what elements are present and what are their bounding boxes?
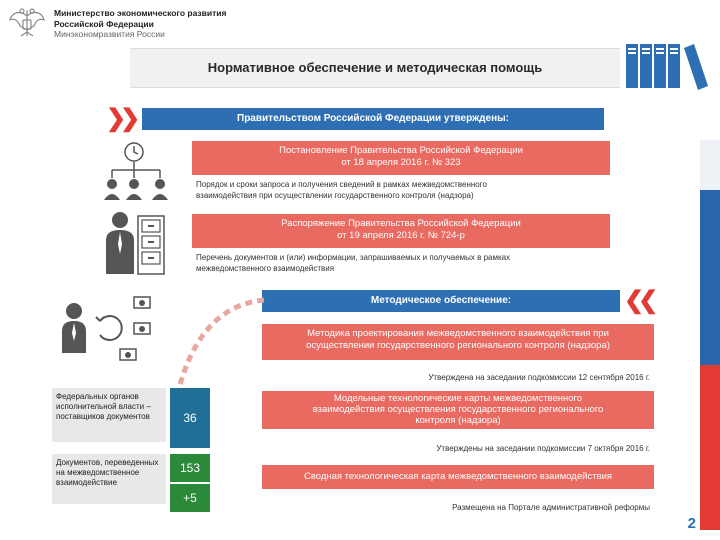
- resolution-323-box: Постановление Правительства Российской Ф…: [192, 141, 610, 175]
- order-724r-line2: от 19 апреля 2016 г. № 724-р: [337, 230, 465, 241]
- model-maps-line1: Модельные технологические карты межведом…: [333, 393, 583, 404]
- methodology-approval-note: Утверждена на заседании подкомиссии 12 с…: [428, 373, 650, 382]
- stat-documents-value: 153: [170, 454, 210, 482]
- government-banner: Правительством Российской Федерации утве…: [142, 108, 604, 130]
- model-maps-box: Модельные технологические карты межведом…: [262, 391, 654, 429]
- resolution-323-description: Порядок и сроки запроса и получения свед…: [196, 179, 610, 201]
- order-724r-line1: Распоряжение Правительства Российской Фе…: [281, 218, 521, 229]
- order-724r-box: Распоряжение Правительства Российской Фе…: [192, 214, 610, 248]
- chevron-left-icon: ❮❮: [624, 287, 658, 314]
- model-maps-line3: контроля (надзора): [415, 415, 501, 426]
- order-724r-desc-line2: межведомственного взаимодействия: [196, 264, 335, 273]
- books-icon: [626, 44, 708, 90]
- model-maps-line2: взаимодействия осуществления государстве…: [312, 404, 604, 415]
- resolution-323-line2: от 18 апреля 2016 г. № 323: [341, 157, 461, 168]
- resolution-323-line1: Постановление Правительства Российской Ф…: [279, 145, 523, 156]
- resolution-323-desc-line2: взаимодействия при осуществлении государ…: [196, 191, 474, 200]
- page-number: 2: [687, 515, 696, 532]
- stat-documents-label: Документов, переведенных на межведомстве…: [52, 454, 166, 504]
- model-maps-approval-note: Утверждены на заседании подкомиссии 7 ок…: [436, 444, 650, 453]
- org-chart-icon: [104, 142, 168, 200]
- flag-red-stripe: [700, 365, 720, 530]
- ministry-short: Минэкономразвития России: [54, 29, 165, 39]
- ministry-line1: Министерство экономического развития: [54, 8, 227, 18]
- methodology-line2: осуществлении государственного региональ…: [306, 340, 610, 351]
- summary-map-box: Сводная технологическая карта межведомст…: [262, 465, 654, 489]
- chevron-right-icon: ❯❯: [106, 105, 140, 132]
- order-724r-description: Перечень документов и (или) информации, …: [196, 252, 610, 274]
- ministry-line2: Российской Федерации: [54, 18, 154, 29]
- order-724r-desc-line1: Перечень документов и (или) информации, …: [196, 253, 511, 262]
- title-band: [130, 48, 620, 88]
- summary-map-note: Размещена на Портале административной ре…: [452, 503, 650, 512]
- ministry-name: Министерство экономического развития Рос…: [54, 8, 226, 40]
- network-people-icon: [62, 296, 151, 361]
- page-title: Нормативное обеспечение и методическая п…: [207, 60, 543, 75]
- methodology-line1: Методика проектирования межведомственног…: [307, 328, 609, 339]
- coat-of-arms-icon: [9, 8, 45, 37]
- stat-agencies-value: 36: [170, 388, 210, 448]
- flag-white-stripe: [700, 140, 720, 190]
- flag-blue-stripe: [700, 190, 720, 365]
- stat-documents-increase: +5: [170, 484, 210, 512]
- methodology-banner: Методическое обеспечение:: [262, 290, 620, 312]
- methodology-box: Методика проектирования межведомственног…: [262, 324, 654, 360]
- dashed-arrow-icon: [170, 297, 265, 400]
- stat-agencies-label: Федеральных органов исполнительной власт…: [52, 388, 166, 442]
- resolution-323-desc-line1: Порядок и сроки запроса и получения свед…: [196, 180, 487, 189]
- worker-with-cabinet-icon: [106, 212, 165, 275]
